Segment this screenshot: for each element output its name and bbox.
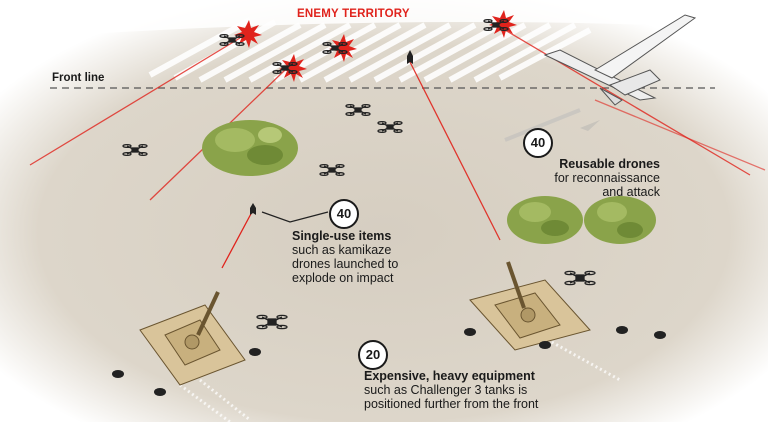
- enemy-territory-label: ENEMY TERRITORY: [297, 8, 410, 20]
- tank-icon: [469, 261, 591, 351]
- tree-icon: [584, 196, 656, 244]
- soldier-icon: [112, 370, 124, 378]
- soldiers: [112, 326, 666, 396]
- tree-icon: [507, 196, 583, 244]
- heavy-count-badge: 20: [358, 340, 388, 370]
- enemy-territory-hatching: [148, 17, 592, 83]
- single-use-count-badge: 40: [329, 199, 359, 229]
- quadcopter-drones: [122, 18, 596, 330]
- reusable-drones-callout: Reusable drones for reconnaissance and a…: [510, 157, 660, 199]
- missiles: [250, 50, 413, 215]
- explosions: [234, 10, 517, 82]
- drone-icon: [122, 143, 148, 157]
- missile-icon: [407, 50, 413, 64]
- soldier-icon: [539, 341, 551, 349]
- ground-fade-top: [0, 0, 768, 40]
- tank-icon: [139, 291, 246, 386]
- soldier-icon: [616, 326, 628, 334]
- soldier-icon: [249, 348, 261, 356]
- reconnaissance-aircraft-icon: [504, 14, 697, 142]
- heavy-line2: positioned further from the front: [364, 397, 539, 411]
- single-use-callout: Single-use items such as kamikaze drones…: [292, 229, 452, 285]
- drone-icon: [319, 163, 345, 177]
- soldier-icon: [654, 331, 666, 339]
- reusable-line1: for reconnaissance: [554, 171, 660, 185]
- trees: [202, 120, 656, 244]
- reusable-line2: and attack: [602, 185, 660, 199]
- tree-icon: [202, 120, 298, 176]
- heavy-title: Expensive, heavy equipment: [364, 369, 535, 383]
- missile-icon: [250, 203, 256, 215]
- drone-icon: [219, 33, 245, 47]
- explosion-icon: [489, 10, 517, 38]
- soldier-icon: [154, 388, 166, 396]
- drone-icon: [483, 18, 509, 32]
- drone-icon: [564, 270, 596, 286]
- single-use-line3: explode on impact: [292, 271, 394, 285]
- vehicle-tracks: [179, 328, 621, 422]
- drone-icon: [256, 314, 288, 330]
- single-use-title: Single-use items: [292, 229, 392, 243]
- drone-icon: [272, 61, 298, 75]
- front-line-label: Front line: [52, 72, 105, 84]
- drone-icon: [345, 103, 371, 117]
- drone-icon: [377, 120, 403, 134]
- single-use-line1: such as kamikaze: [292, 243, 392, 257]
- heavy-line1: such as Challenger 3 tanks is: [364, 383, 528, 397]
- heavy-equipment-callout: Expensive, heavy equipment such as Chall…: [364, 369, 624, 411]
- explosion-icon: [234, 20, 262, 48]
- soldier-icon: [464, 328, 476, 336]
- single-use-line2: drones launched to: [292, 257, 399, 271]
- explosion-icon: [329, 34, 357, 62]
- reusable-title: Reusable drones: [559, 157, 660, 171]
- drone-icon: [322, 41, 348, 55]
- callout-leader-line: [261, 211, 329, 223]
- reusable-count-badge: 40: [523, 128, 553, 158]
- explosion-icon: [279, 54, 307, 82]
